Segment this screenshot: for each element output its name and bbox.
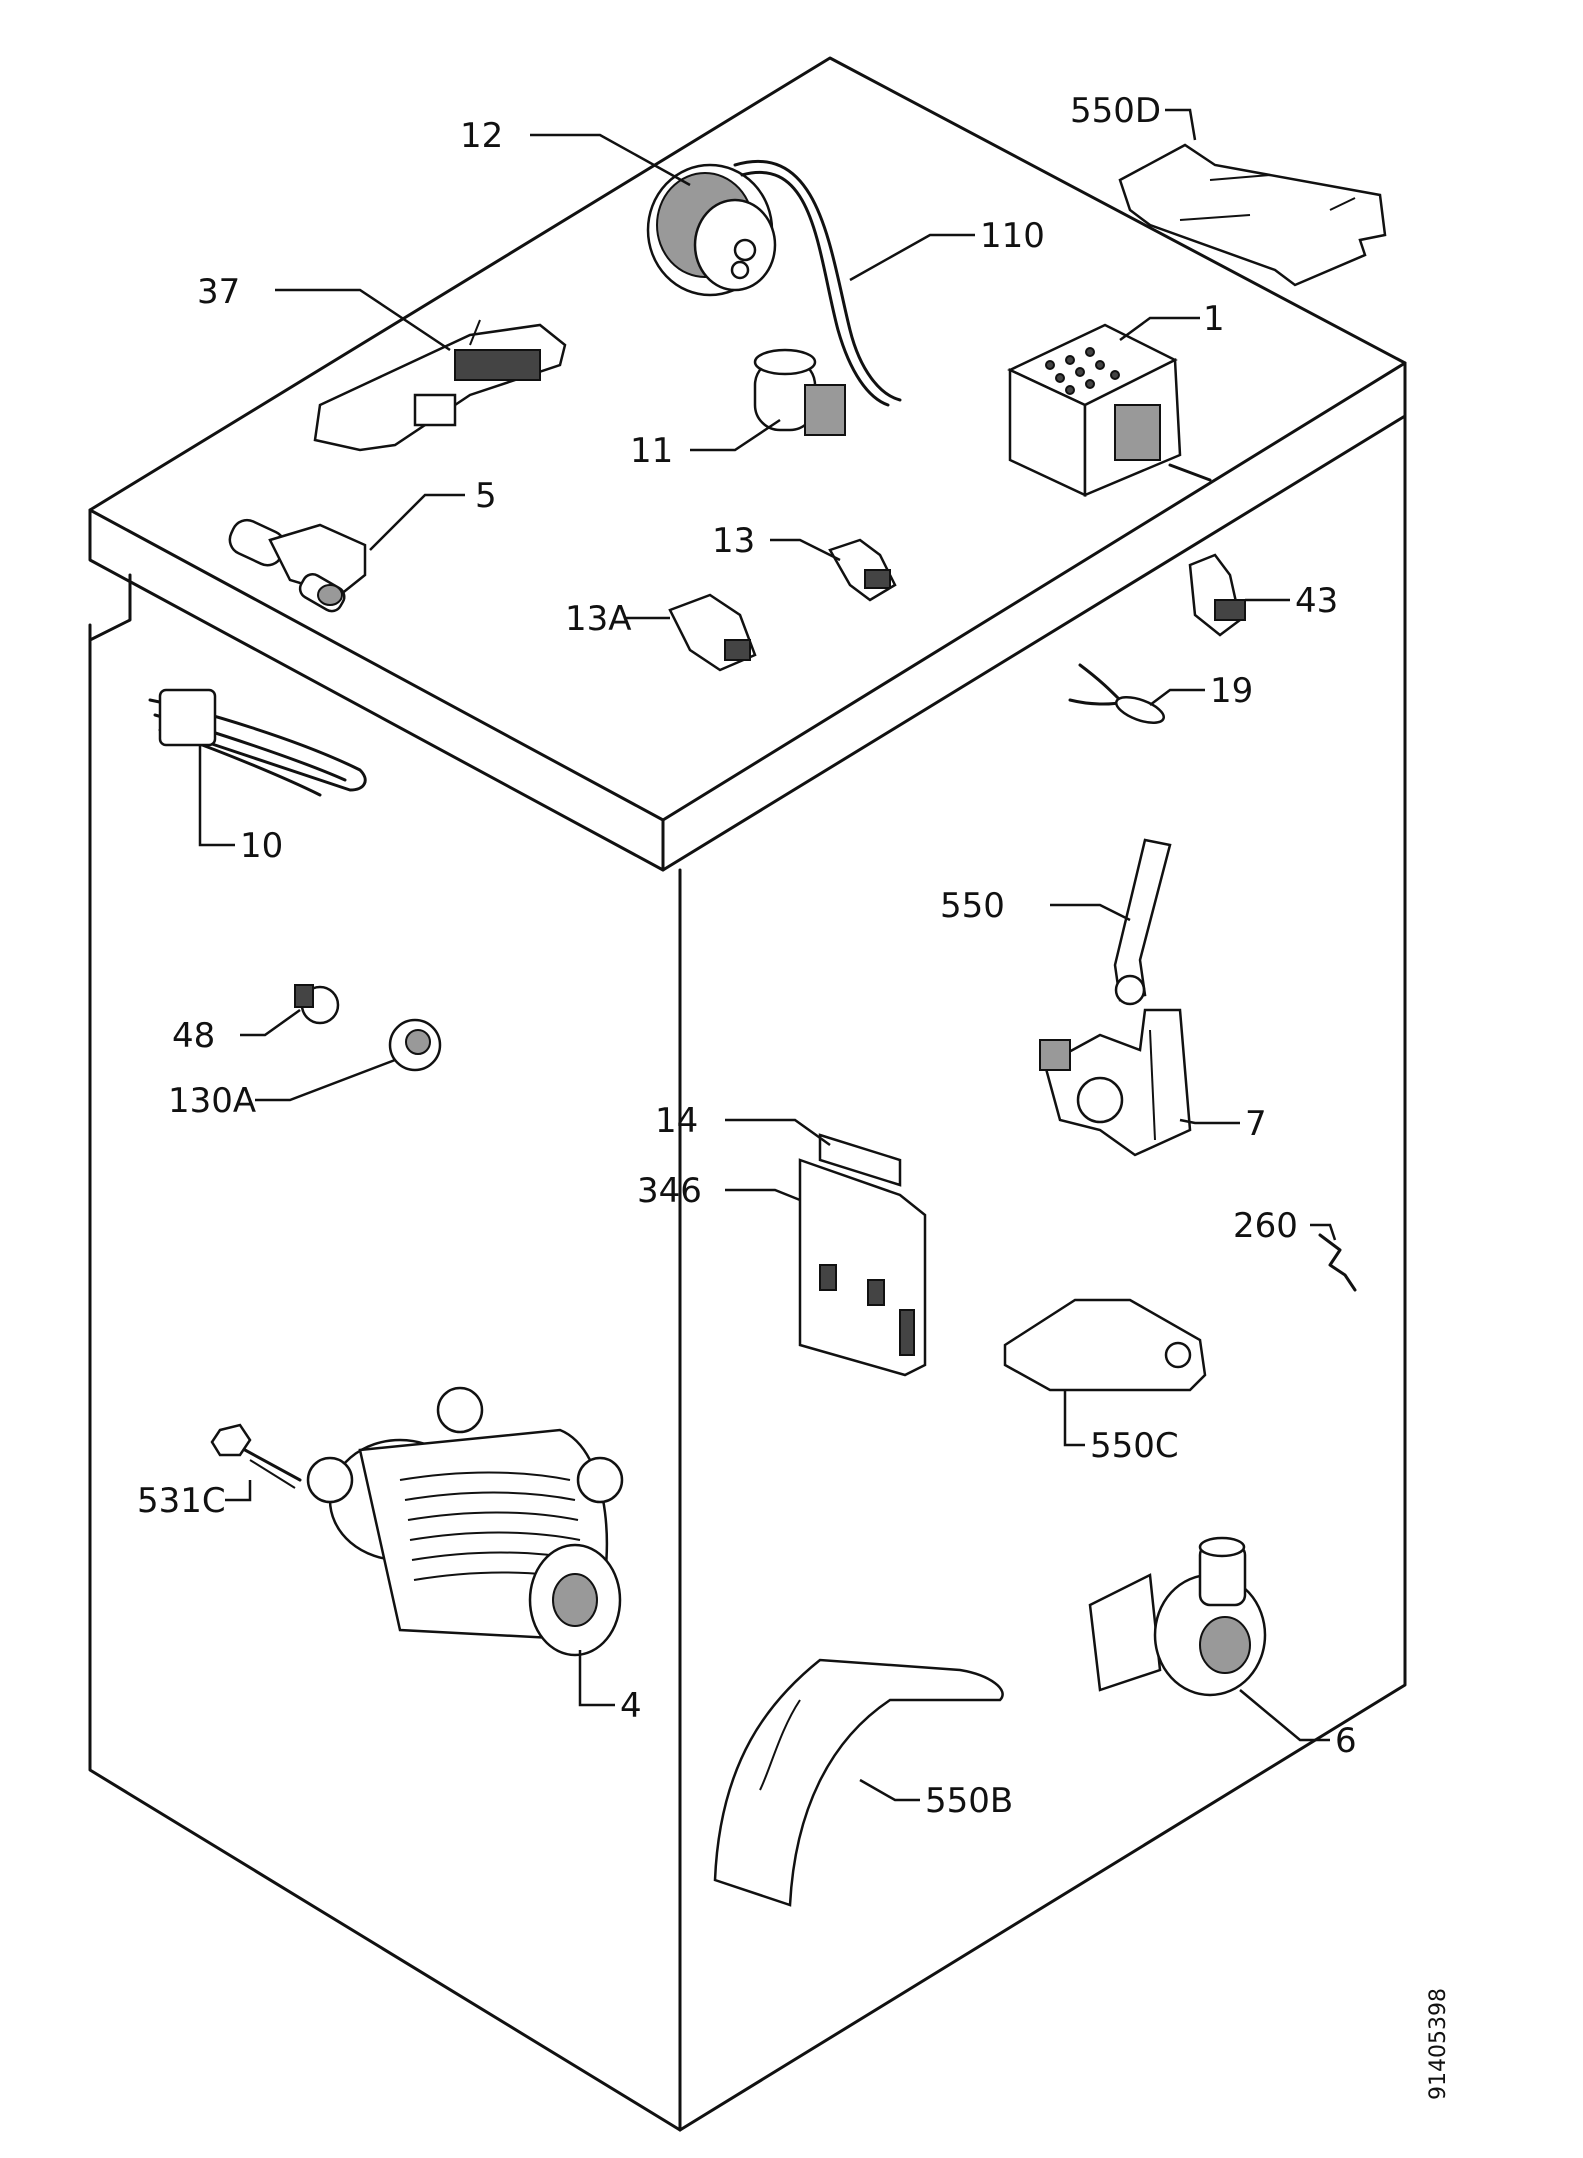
part-13A-connector <box>668 593 757 672</box>
label-37: 37 <box>197 272 240 312</box>
label-14: 14 <box>655 1101 698 1141</box>
part-5-inlet-valve <box>228 518 367 613</box>
label-43: 43 <box>1295 581 1338 621</box>
label-1: 1 <box>1203 299 1225 339</box>
label-550C: 550C <box>1090 1426 1179 1466</box>
label-110: 110 <box>980 216 1045 256</box>
label-10: 10 <box>240 826 283 866</box>
label-550: 550 <box>940 886 1005 926</box>
cabinet-outline <box>88 56 1407 2132</box>
part-14-346-board <box>798 1133 927 1377</box>
label-531C: 531C <box>137 1481 226 1521</box>
label-13: 13 <box>712 521 755 561</box>
label-550D: 550D <box>1070 91 1161 131</box>
label-6: 6 <box>1335 1721 1357 1761</box>
part-130A-bush <box>388 1018 442 1072</box>
leader-lines <box>198 108 1337 1802</box>
part-48-lamp <box>294 984 340 1025</box>
part-550C-plate <box>1003 1298 1207 1392</box>
label-13A: 13A <box>565 599 632 639</box>
document-code: 91405398 <box>1426 1988 1451 2100</box>
label-4: 4 <box>620 1686 642 1726</box>
label-11: 11 <box>630 431 673 471</box>
part-13-connector <box>828 538 897 602</box>
part-550D-cover-plate <box>1118 143 1387 287</box>
label-19: 19 <box>1210 671 1253 711</box>
label-130A: 130A <box>168 1081 256 1121</box>
label-48: 48 <box>172 1016 215 1056</box>
part-6-drain-pump <box>1088 1536 1267 1697</box>
part-7-door-lock <box>1039 1008 1192 1157</box>
part-531C-screw <box>210 1423 302 1489</box>
label-12: 12 <box>460 116 503 156</box>
part-550-lever <box>1113 838 1172 1006</box>
part-19-sensor <box>1068 663 1165 724</box>
part-1-programmer <box>1007 323 1212 497</box>
part-37-bracket <box>313 319 567 452</box>
part-550B-bracket <box>713 1658 1004 1907</box>
label-7: 7 <box>1245 1104 1267 1144</box>
label-5: 5 <box>475 476 497 516</box>
part-260-clip <box>1318 1233 1357 1292</box>
part-43-switch <box>1188 553 1246 637</box>
part-10-heater <box>148 688 367 797</box>
part-4-motor <box>306 1386 624 1657</box>
part-11-capacitor <box>753 348 846 436</box>
part-12-selector <box>646 160 902 407</box>
label-550B: 550B <box>925 1781 1013 1821</box>
label-346: 346 <box>637 1171 702 1211</box>
part-labels: 550D 12 110 37 1 11 5 13 13A 43 19 10 55… <box>137 91 1357 1821</box>
label-260: 260 <box>1233 1206 1298 1246</box>
